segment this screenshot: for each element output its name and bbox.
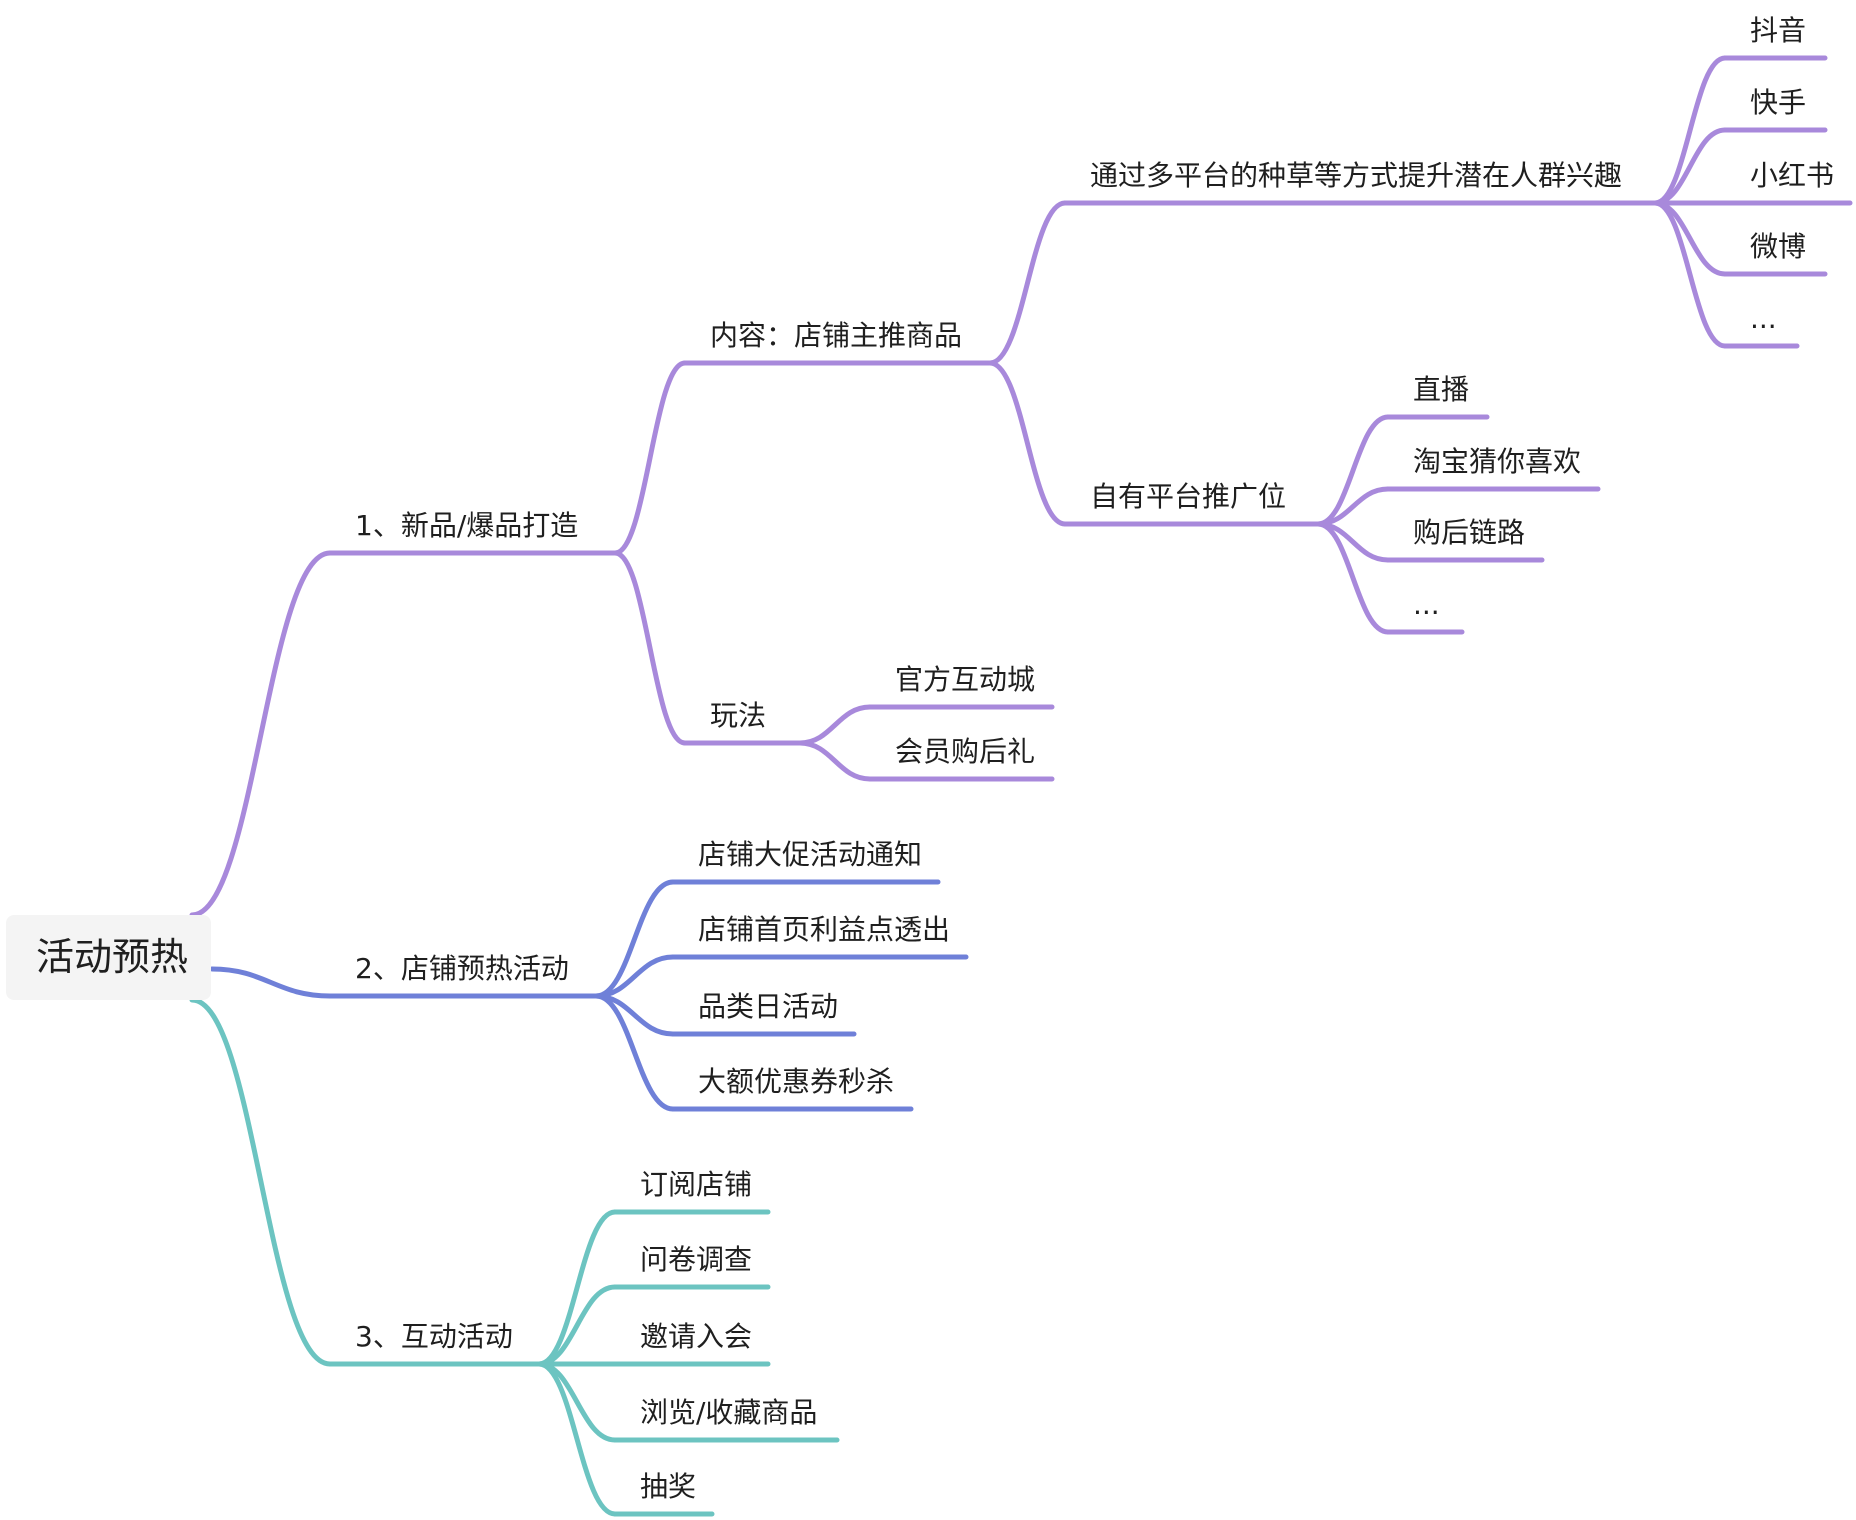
mindmap-edges: [189, 55, 1728, 1517]
kuaishou-edge: [1652, 127, 1728, 206]
promo-notice-edge: [593, 879, 676, 999]
interactive-label[interactable]: 3、互动活动: [355, 1320, 513, 1353]
coupon-flash-edge: [593, 993, 676, 1112]
official-interactive-city-edge: [797, 704, 873, 746]
subscribe-store-label[interactable]: 订阅店铺: [640, 1168, 752, 1201]
homepage-benefits-label[interactable]: 店铺首页利益点透出: [698, 913, 950, 946]
mindmap-underlines: [327, 55, 1853, 1517]
store-warmup-label[interactable]: 2、店铺预热活动: [355, 952, 569, 985]
new-hot-products-label[interactable]: 1、新品/爆品打造: [355, 509, 578, 542]
live-label[interactable]: 直播: [1413, 373, 1469, 406]
browse-favorite-label[interactable]: 浏览/收藏商品: [640, 1396, 817, 1429]
root-node[interactable]: 活动预热: [6, 915, 211, 1000]
taobao-guess-label[interactable]: 淘宝猜你喜欢: [1413, 445, 1581, 478]
subscribe-store-edge: [536, 1209, 618, 1367]
official-interactive-city-label[interactable]: 官方互动城: [895, 663, 1035, 696]
interactive-edge: [189, 997, 333, 1367]
new-hot-products-edge: [189, 550, 333, 918]
member-gift-edge: [797, 740, 873, 782]
gameplay-label[interactable]: 玩法: [710, 699, 766, 732]
store-warmup-edge: [209, 966, 333, 999]
promo-notice-label[interactable]: 店铺大促活动通知: [698, 838, 922, 871]
lottery-label[interactable]: 抽奖: [640, 1470, 696, 1503]
multi-platform-seeding-label[interactable]: 通过多平台的种草等方式提升潜在人群兴趣: [1090, 159, 1622, 192]
root-node-box: [6, 915, 211, 1000]
more-slots-edge: [1315, 521, 1391, 635]
content-label[interactable]: 内容：店铺主推商品: [710, 319, 962, 352]
xiaohongshu-label[interactable]: 小红书: [1750, 159, 1834, 192]
survey-edge: [536, 1284, 618, 1367]
multi-platform-seeding-edge: [987, 200, 1068, 366]
own-platform-slots-label[interactable]: 自有平台推广位: [1090, 480, 1286, 513]
lottery-edge: [536, 1361, 618, 1517]
browse-favorite-edge: [536, 1361, 618, 1443]
live-edge: [1315, 414, 1391, 527]
own-platform-slots-edge: [987, 360, 1068, 527]
content-edge: [612, 360, 688, 556]
douyin-label[interactable]: 抖音: [1750, 14, 1806, 47]
more-slots-label[interactable]: ...: [1413, 588, 1440, 621]
douyin-edge: [1652, 55, 1728, 206]
weibo-label[interactable]: 微博: [1750, 230, 1806, 263]
invite-join-label[interactable]: 邀请入会: [640, 1320, 752, 1353]
category-day-label[interactable]: 品类日活动: [698, 990, 838, 1023]
more-platforms-label[interactable]: ...: [1750, 302, 1777, 335]
gameplay-edge: [612, 550, 688, 746]
member-gift-label[interactable]: 会员购后礼: [895, 735, 1035, 768]
root-node-label: 活动预热: [36, 935, 188, 979]
post-purchase-link-label[interactable]: 购后链路: [1413, 516, 1525, 549]
coupon-flash-label[interactable]: 大额优惠券秒杀: [698, 1065, 894, 1098]
weibo-edge: [1652, 200, 1728, 277]
mindmap-labels: 1、新品/爆品打造 内容：店铺主推商品 通过多平台的种草等方式提升潜在人群兴趣 抖音快…: [355, 14, 1834, 1503]
more-platforms-edge: [1652, 200, 1728, 349]
kuaishou-label[interactable]: 快手: [1750, 86, 1806, 119]
survey-label[interactable]: 问卷调查: [640, 1243, 752, 1276]
